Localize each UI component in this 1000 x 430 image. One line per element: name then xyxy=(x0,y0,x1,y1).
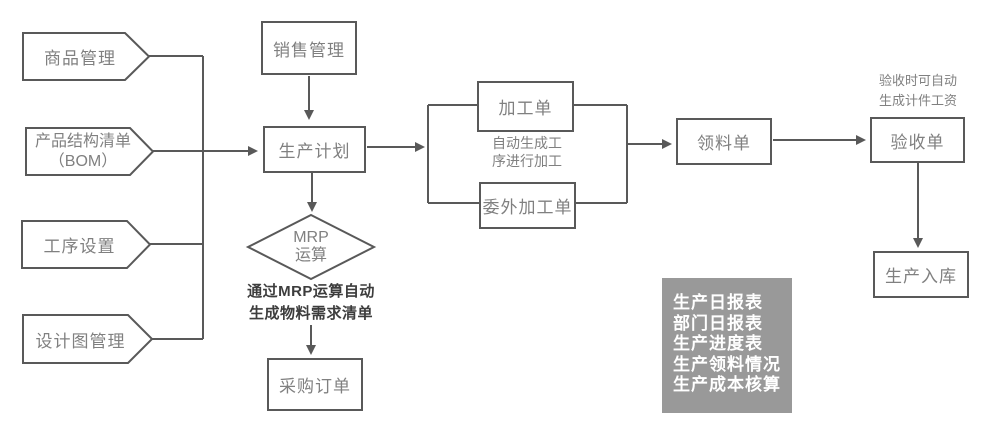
node-bom-label: 产品结构清单 （BOM） xyxy=(26,128,140,175)
acceptance-note-line2: 生成计件工资 xyxy=(879,93,958,108)
node-mrp-line1: MRP xyxy=(293,229,329,246)
acceptance-note: 验收时可自动 生成计件工资 xyxy=(879,71,957,111)
node-warehouse-in: 生产入库 xyxy=(873,251,969,298)
report-item: 生产进度表 xyxy=(673,334,763,353)
node-design-mgmt-label: 设计图管理 xyxy=(35,331,126,351)
mrp-note-line2: 生成物料需求清单 xyxy=(248,305,373,322)
node-process-setup-label: 工序设置 xyxy=(43,237,116,256)
node-mrp-line2: 运算 xyxy=(294,247,327,264)
work-order-note: 自动生成工 序进行加工 xyxy=(477,134,577,170)
node-bom-line1: 产品结构清单 xyxy=(34,132,131,150)
pentagon-design-mgmt xyxy=(22,314,154,364)
node-purchase: 采购订单 xyxy=(267,358,363,411)
mrp-note-line1: 通过MRP运算自动 xyxy=(247,283,375,300)
pentagon-process-setup xyxy=(21,220,152,269)
node-bom-line2: （BOM） xyxy=(48,152,118,170)
node-mrp-label: MRP 运算 xyxy=(266,226,356,268)
node-picking: 领料单 xyxy=(676,118,772,165)
reports-panel: 生产日报表 部门日报表 生产进度表 生产领料情况 生产成本核算 xyxy=(662,278,792,413)
node-work-order: 加工单 xyxy=(477,81,574,132)
pentagon-goods xyxy=(22,32,151,81)
report-item: 生产日报表 xyxy=(673,293,763,312)
mrp-note: 通过MRP运算自动 生成物料需求清单 xyxy=(241,281,381,325)
node-outsource-order: 委外加工单 xyxy=(479,182,576,229)
pentagon-bom xyxy=(25,127,155,176)
work-order-note-line1: 自动生成工 xyxy=(492,135,562,151)
report-item: 生产领料情况 xyxy=(673,354,781,374)
work-order-note-line2: 序进行加工 xyxy=(492,153,562,169)
node-plan: 生产计划 xyxy=(263,126,366,173)
node-goods-label: 商品管理 xyxy=(44,49,116,68)
node-acceptance: 验收单 xyxy=(870,117,965,163)
diamond-mrp xyxy=(245,213,377,281)
report-item: 部门日报表 xyxy=(673,313,763,333)
node-sales: 销售管理 xyxy=(261,21,357,75)
report-item: 生产成本核算 xyxy=(673,375,781,394)
acceptance-note-line1: 验收时可自动 xyxy=(879,73,958,88)
